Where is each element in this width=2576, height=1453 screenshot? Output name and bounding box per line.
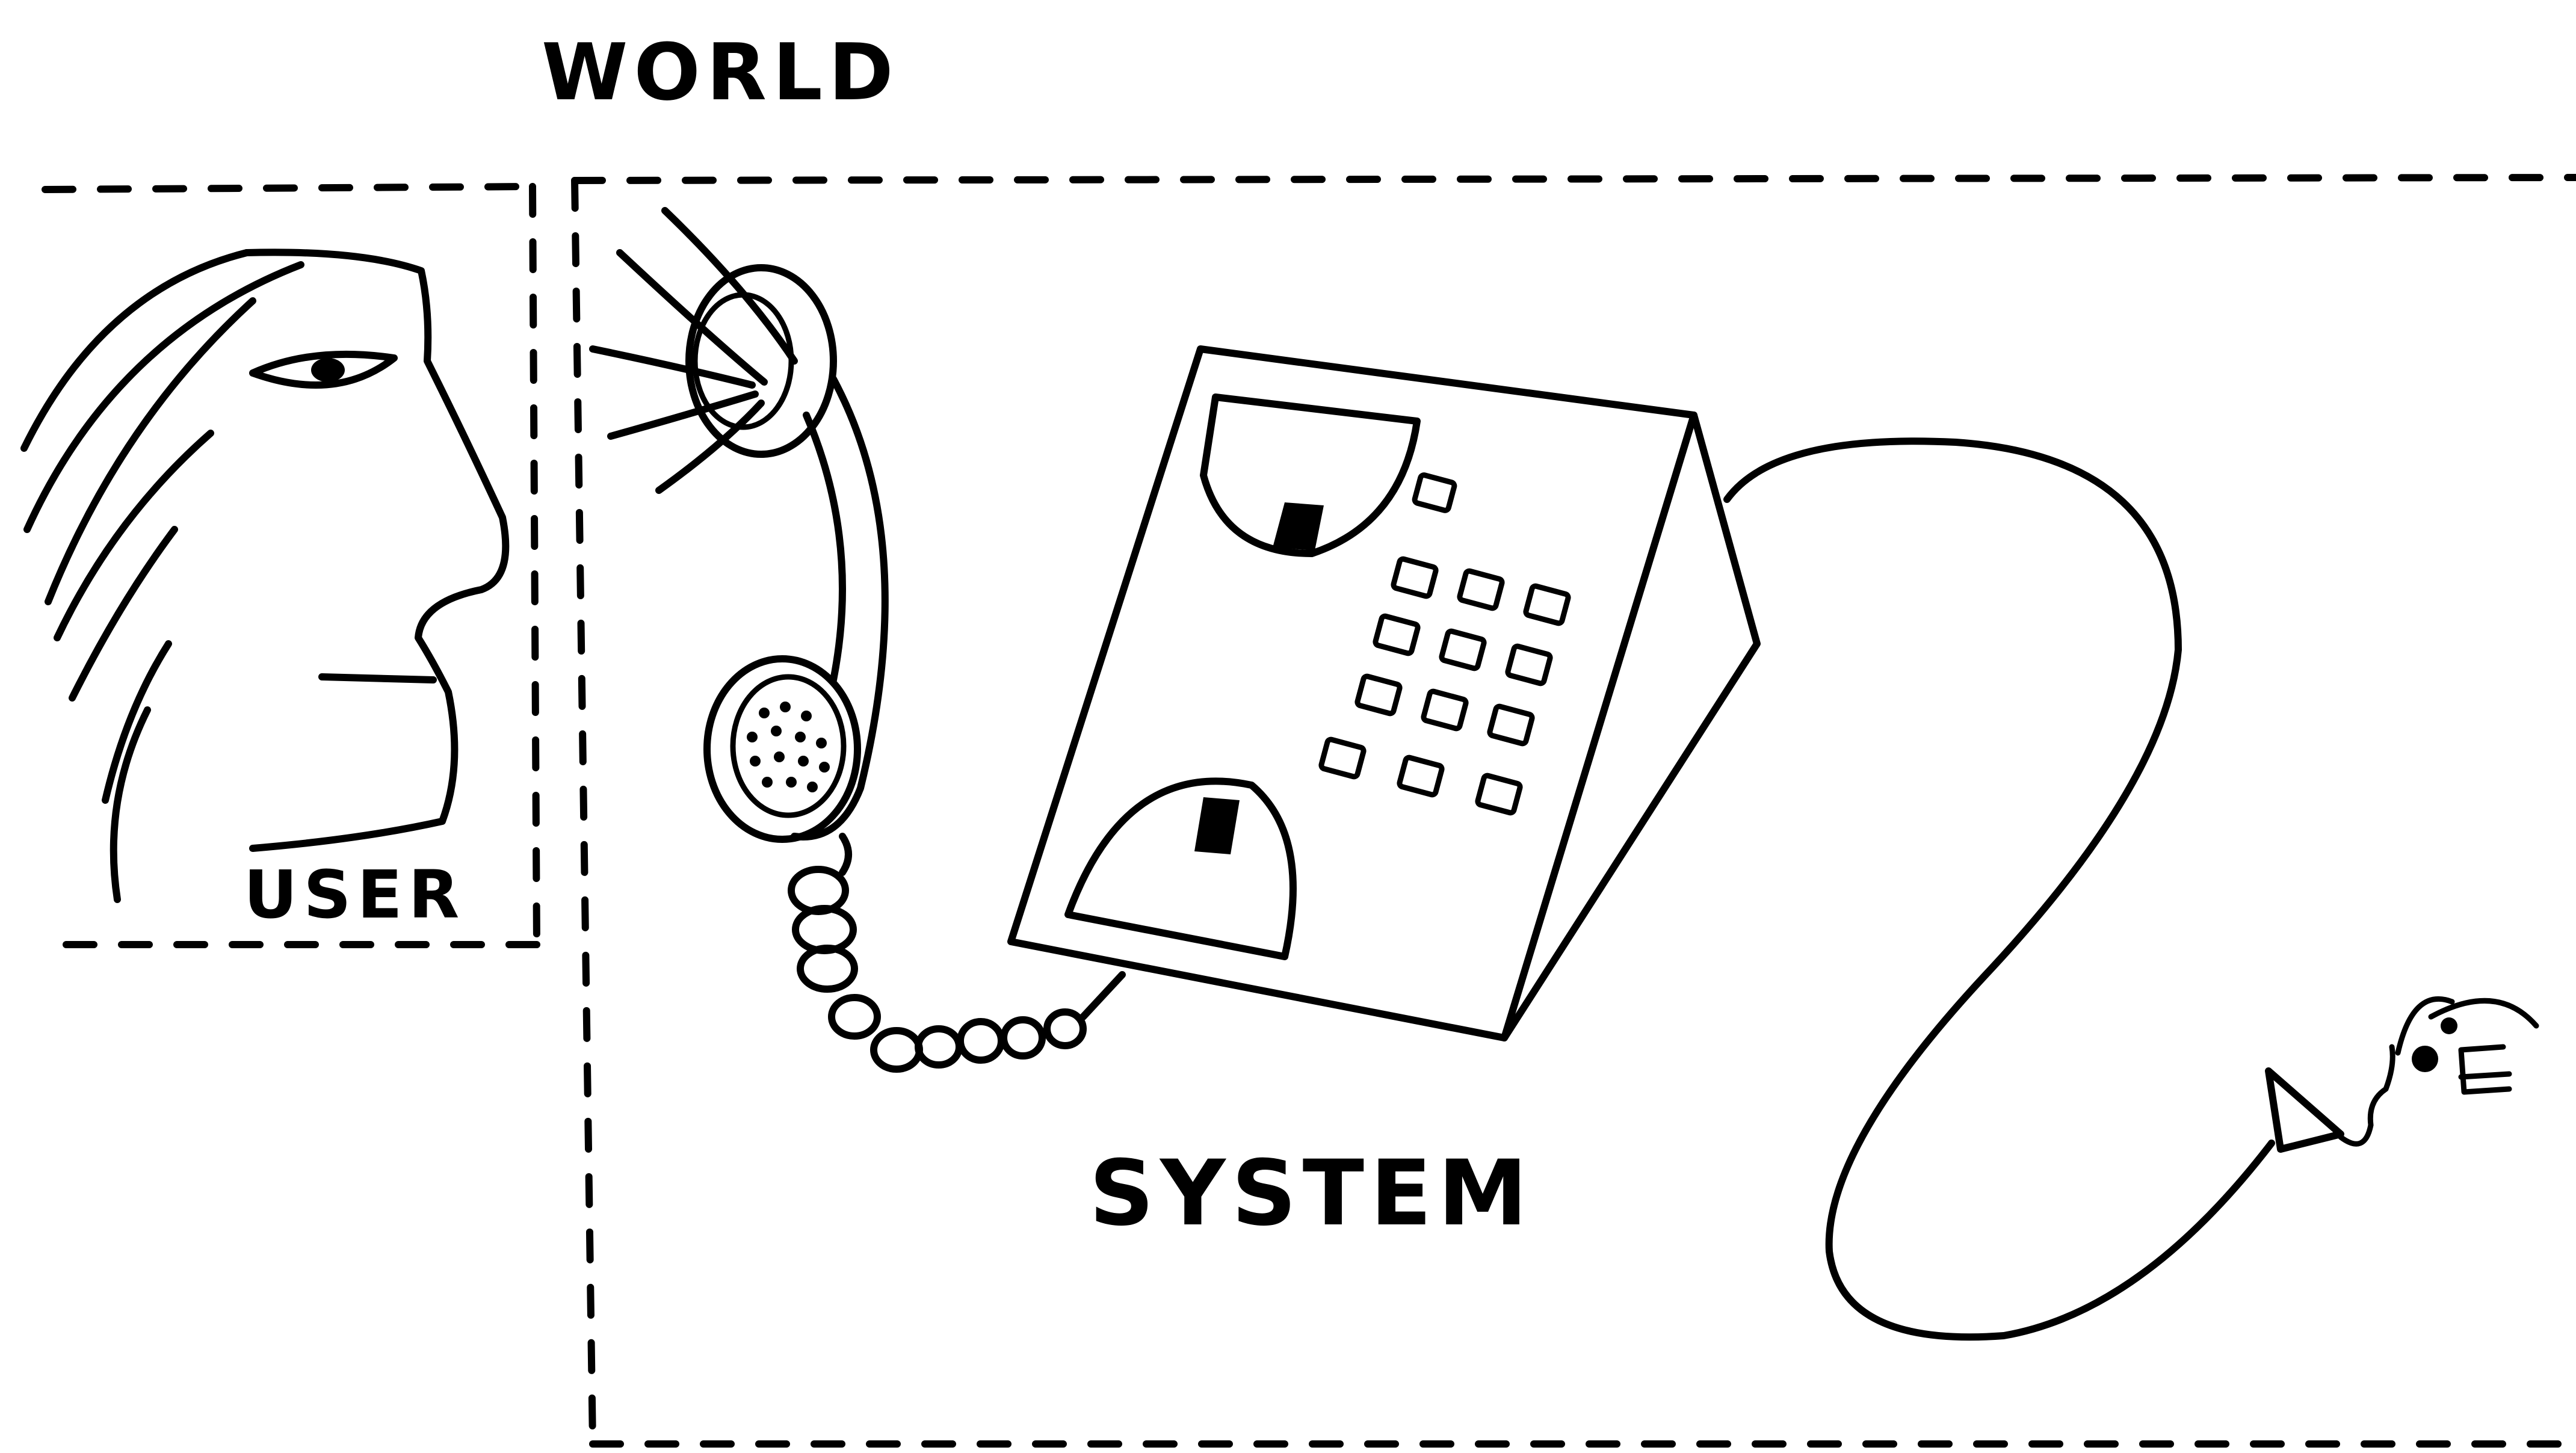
wall-socket [2395, 996, 2539, 1095]
coiled-cord [788, 833, 1126, 1073]
line-cord [1723, 437, 2539, 1341]
system-label: SYSTEM [1089, 1141, 1534, 1246]
user-head-figure [20, 248, 510, 903]
telephone-base-icon [1007, 345, 1761, 1041]
handset-icon [589, 207, 889, 843]
keypad [1318, 472, 1571, 816]
system-boundary [571, 174, 2576, 1448]
user-label: USER [244, 856, 465, 933]
user-eye [249, 350, 398, 389]
user-boundary [42, 183, 540, 948]
world-label: WORLD [542, 26, 900, 118]
